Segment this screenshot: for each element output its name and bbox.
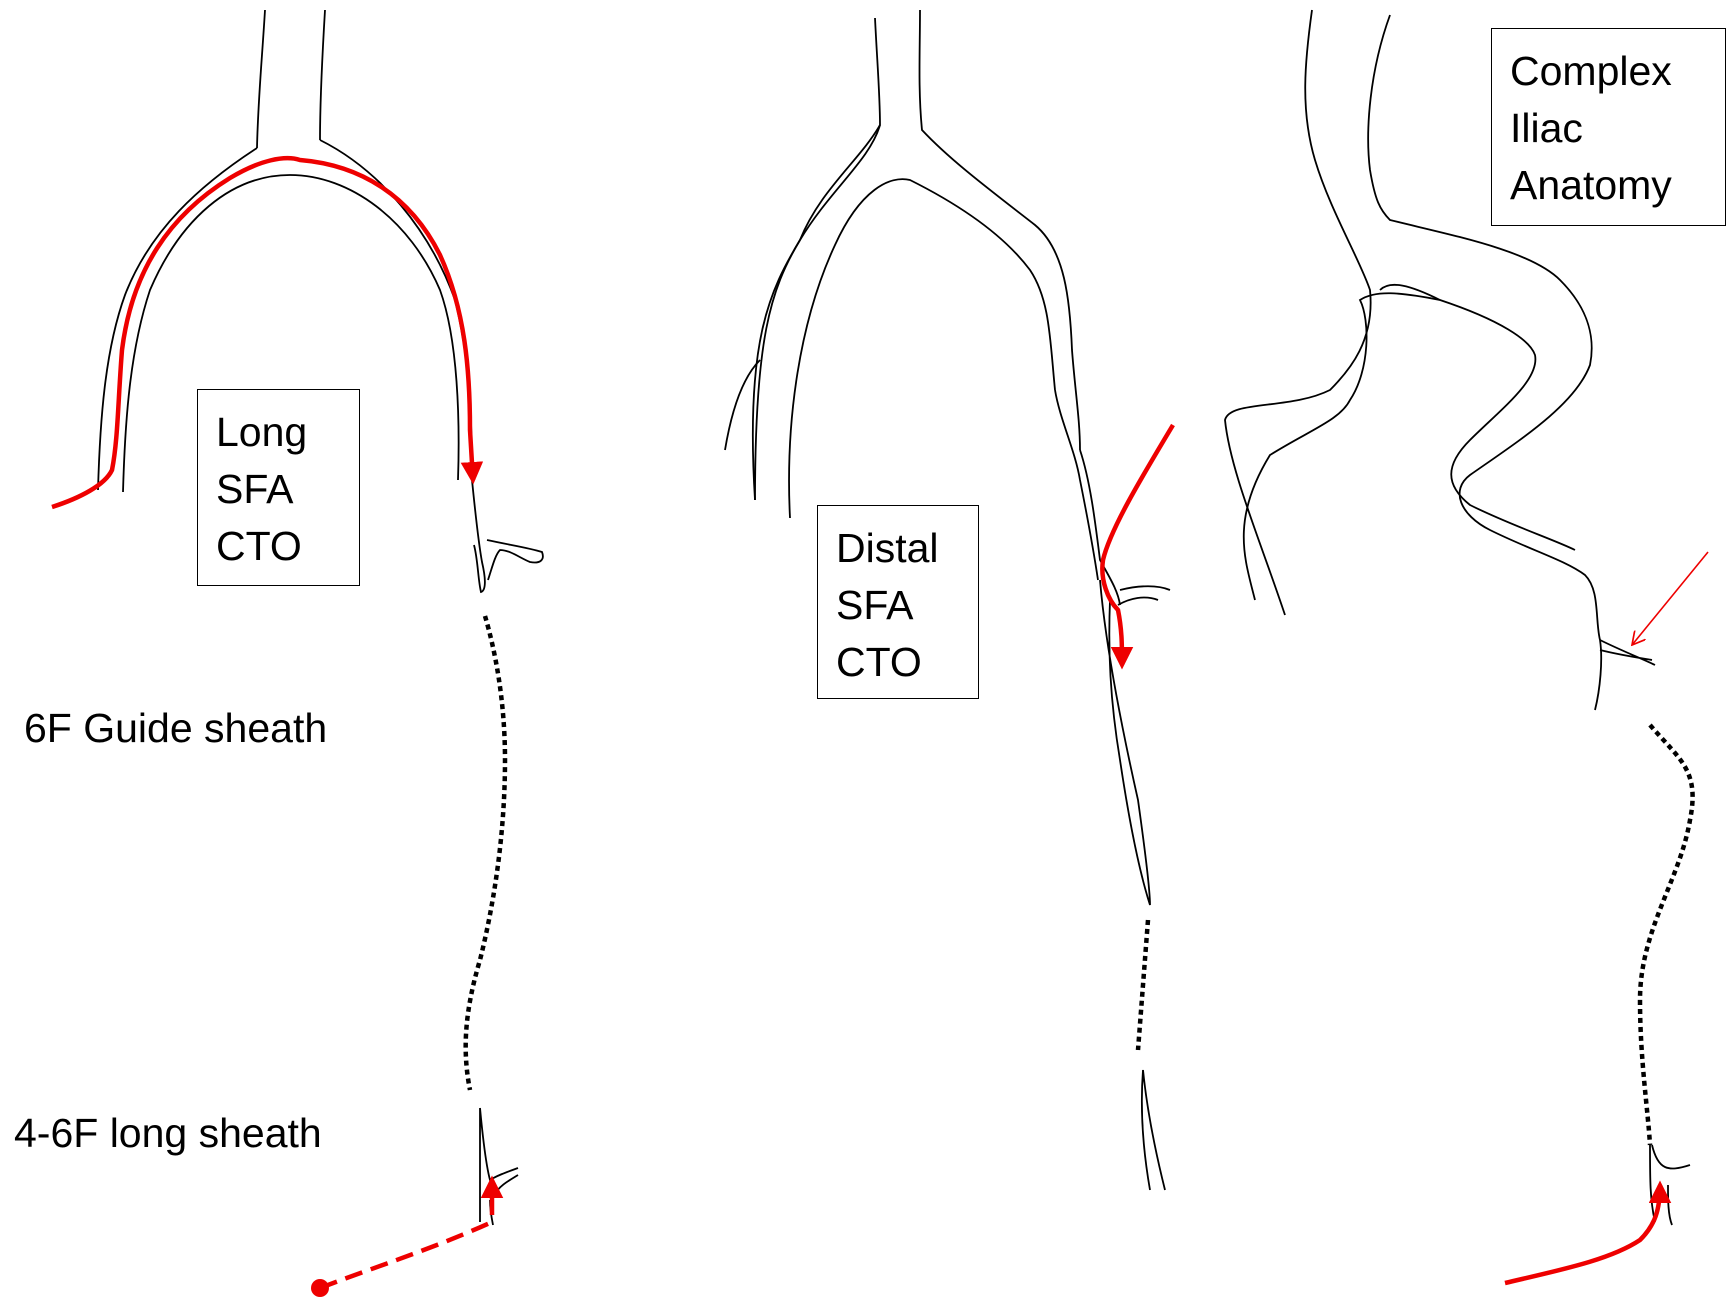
- long-sheath-label: 4-6F long sheath: [14, 1109, 322, 1157]
- panel-3-label-line-1: Complex: [1510, 43, 1707, 100]
- panel-1-label-line-2: SFA: [216, 461, 341, 518]
- panel-2-distal-vessel: [1100, 580, 1150, 905]
- panel-1-label-line-1: Long: [216, 404, 341, 461]
- panel-1-distal-vessel: [480, 1108, 518, 1222]
- panel-1-label-line-3: CTO: [216, 518, 341, 575]
- panel-3-label-box: Complex Iliac Anatomy: [1491, 28, 1726, 226]
- panel-3-branch-stub: [1600, 640, 1655, 665]
- panel-2-aorta-right-wall: [920, 10, 1081, 450]
- panel-2-distal-reconstitution: [1142, 1070, 1165, 1190]
- panel-3-dotted-course: [1640, 725, 1693, 1145]
- panel-2-branch-stub: [1118, 586, 1170, 605]
- panel-2-inner-lower: [1055, 390, 1098, 580]
- panel-3-label-line-3: Anatomy: [1510, 157, 1707, 214]
- panel-2-label-box: Distal SFA CTO: [817, 505, 979, 699]
- panel-1-vessels: [98, 10, 543, 1225]
- panel-2-label-line-3: CTO: [836, 634, 960, 691]
- panel-1-dotted-course: [466, 616, 505, 1090]
- panel-3-left-wall: [1225, 10, 1371, 615]
- panel-2-guidewire: [1102, 425, 1173, 665]
- panel-1-aorta-right-wall: [320, 10, 325, 140]
- panel-1-retrograde-wire: [320, 1222, 492, 1288]
- panel-2-label-line-1: Distal: [836, 520, 960, 577]
- panel-2-label-line-2: SFA: [836, 577, 960, 634]
- panel-1-aorta-left-wall: [257, 10, 265, 148]
- panel-3-retrograde-wire: [1505, 1185, 1660, 1283]
- panel-2-aorta-left-wall: [753, 18, 880, 500]
- panel-3-label-line-2: Iliac: [1510, 100, 1707, 157]
- panel-1-right-branch: [472, 480, 485, 592]
- panel-1-entry-dot: [311, 1279, 329, 1297]
- panel-2-left-outer: [755, 125, 880, 500]
- panel-1-label-box: Long SFA CTO: [197, 389, 360, 586]
- panel-2-dotted-course: [1138, 920, 1148, 1050]
- panel-3-inner-wall: [1244, 293, 1575, 600]
- panel-3-pointer-arrow: [1632, 552, 1708, 645]
- panel-1-right-branch-stub: [487, 540, 543, 580]
- guide-sheath-label: 6F Guide sheath: [24, 704, 327, 752]
- panel-2-left-inner: [789, 179, 1055, 518]
